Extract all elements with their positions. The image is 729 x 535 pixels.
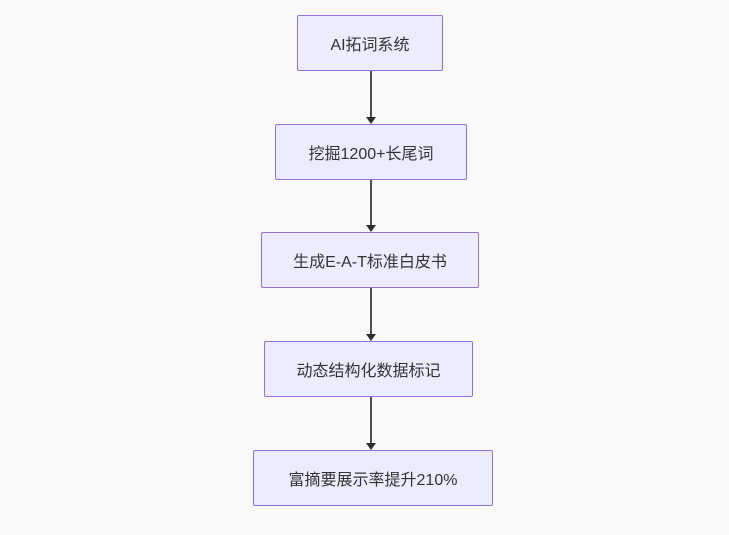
- flow-node-mine-longtail-keywords: 挖掘1200+长尾词: [275, 124, 467, 180]
- flow-node-label: 挖掘1200+长尾词: [308, 146, 434, 163]
- flow-node-label: 动态结构化数据标记: [296, 363, 441, 380]
- flow-edge-a-to-b: [364, 71, 377, 124]
- edge-line: [369, 180, 372, 225]
- flow-node-rich-snippet-rate-increase: 富摘要展示率提升210%: [253, 450, 493, 506]
- edge-line: [369, 397, 372, 443]
- flow-edge-b-to-c: [364, 180, 377, 232]
- flow-node-label: AI拓词系统: [330, 37, 410, 54]
- flow-node-ai-word-expansion-system: AI拓词系统: [297, 15, 443, 71]
- arrowhead-down-icon: [365, 225, 376, 232]
- flow-node-label: 富摘要展示率提升210%: [288, 472, 458, 489]
- arrowhead-down-icon: [365, 443, 376, 450]
- flow-edge-c-to-d: [364, 288, 377, 341]
- flow-node-generate-eat-whitepaper: 生成E-A-T标准白皮书: [261, 232, 479, 288]
- edge-line: [369, 71, 372, 117]
- arrowhead-down-icon: [365, 117, 376, 124]
- edge-line: [369, 288, 372, 334]
- flow-node-label: 生成E-A-T标准白皮书: [293, 254, 447, 271]
- flow-edge-d-to-e: [364, 397, 377, 450]
- flow-node-dynamic-structured-data-markup: 动态结构化数据标记: [264, 341, 473, 397]
- arrowhead-down-icon: [365, 334, 376, 341]
